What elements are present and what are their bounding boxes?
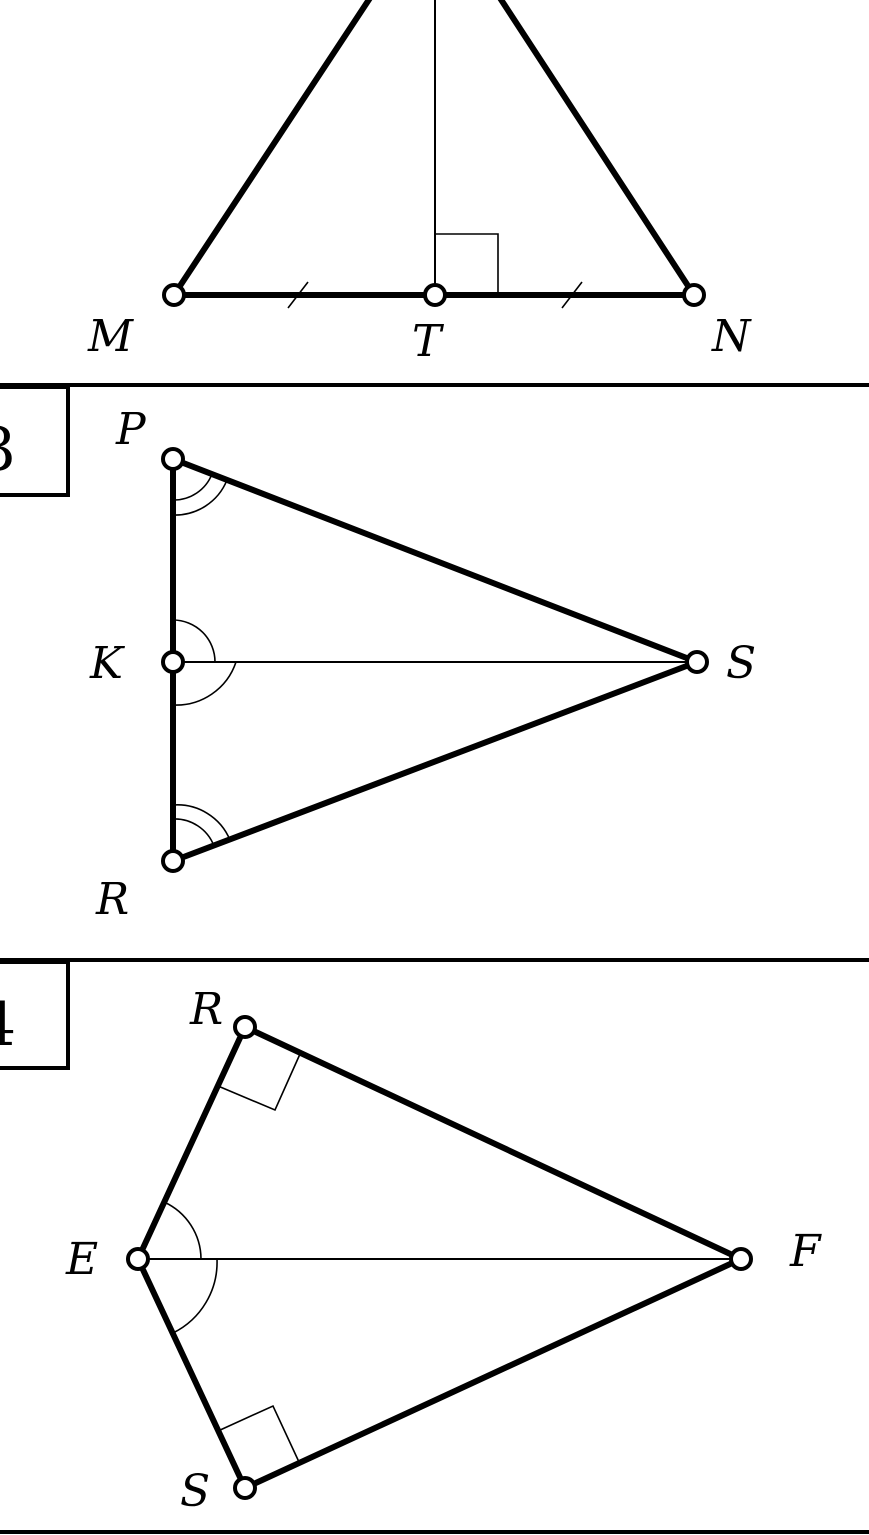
angle-arc-KSP <box>172 619 216 663</box>
label-S: S <box>180 1466 210 1517</box>
side-MA <box>171 0 373 298</box>
angle-arc-KSR <box>172 661 237 706</box>
right-angle-mark-T <box>435 233 499 295</box>
point-R <box>233 1015 257 1039</box>
panel-number-box-4 <box>0 960 70 1070</box>
angle-arc-R-inner <box>172 818 215 847</box>
tick-mark-TN <box>561 281 583 309</box>
side-ER <box>135 1024 248 1262</box>
label-R: R <box>189 984 223 1035</box>
panel-number-box-3 <box>0 385 70 497</box>
label-E: E <box>65 1234 98 1285</box>
panel-kite-ERFS: 4 R E F S <box>0 960 822 1517</box>
side-SF <box>242 1256 744 1491</box>
label-F: F <box>789 1226 822 1277</box>
point-E <box>126 1247 150 1271</box>
point-T <box>423 283 447 307</box>
right-angle-mark-S <box>217 1404 300 1463</box>
point-M <box>162 283 186 307</box>
angle-arc-P-inner <box>172 473 213 501</box>
panel-triangle-MTN: M T N <box>87 0 752 367</box>
point-K <box>161 650 185 674</box>
label-T: T <box>412 316 445 367</box>
point-F <box>729 1247 753 1271</box>
label-K: K <box>89 638 125 689</box>
panel-number-3: 3 <box>0 415 16 485</box>
point-N <box>682 283 706 307</box>
side-NA <box>497 0 697 298</box>
panel-number-4: 4 <box>0 990 16 1060</box>
panel-triangle-PRS: 3 P K S R <box>0 385 756 925</box>
label-R: R <box>95 874 129 925</box>
point-R <box>161 849 185 873</box>
angle-arc-E-lower <box>172 1258 218 1334</box>
side-ES <box>135 1256 248 1491</box>
point-S <box>685 650 709 674</box>
label-S: S <box>726 638 756 689</box>
angle-arc-R-outer <box>172 804 231 841</box>
side-RS <box>170 659 700 864</box>
label-P: P <box>115 404 147 455</box>
angle-arc-P-outer <box>172 479 228 516</box>
side-RF <box>242 1024 744 1262</box>
right-angle-mark-R <box>217 1053 301 1112</box>
tick-mark-MT <box>287 281 309 309</box>
side-PS <box>170 456 700 665</box>
label-N: N <box>711 311 752 362</box>
angle-arc-E-upper <box>163 1201 202 1260</box>
point-P <box>161 447 185 471</box>
label-M: M <box>87 311 134 362</box>
point-S <box>233 1476 257 1500</box>
